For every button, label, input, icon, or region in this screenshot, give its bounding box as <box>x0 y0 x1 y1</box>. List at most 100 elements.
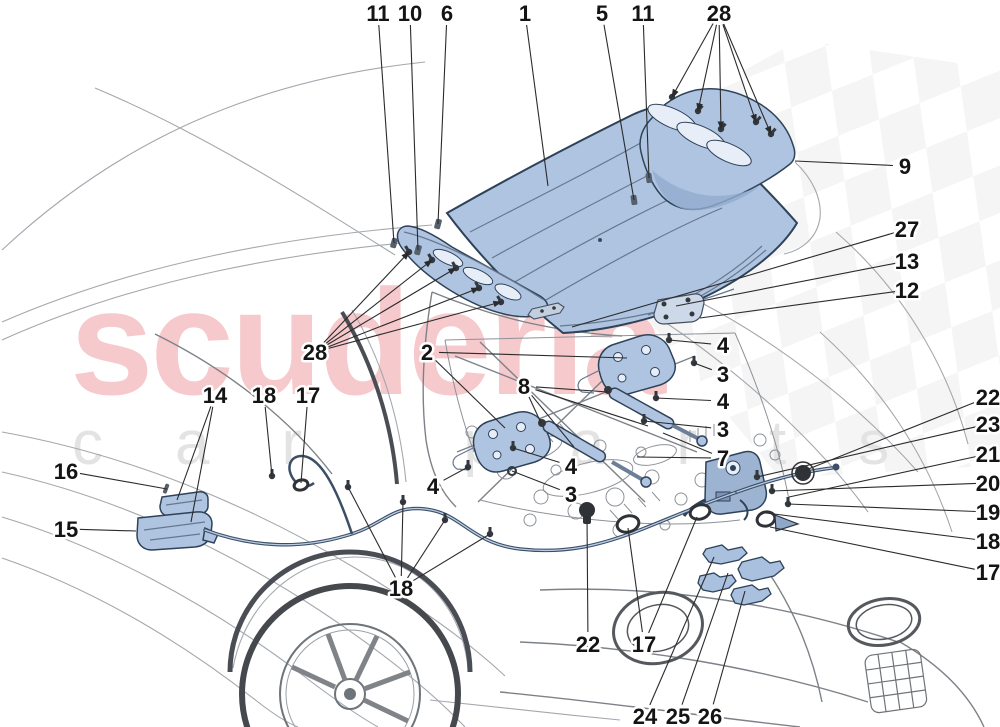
leader-line <box>722 24 757 124</box>
leader-line <box>324 259 433 346</box>
leader-line <box>347 486 396 578</box>
leader-line <box>535 389 649 427</box>
leader-line <box>528 396 542 424</box>
leader-line <box>77 528 137 532</box>
leader-line <box>769 526 977 571</box>
callout-18: 18 <box>389 576 413 601</box>
leader-line <box>723 23 772 136</box>
callout-12: 12 <box>895 278 919 303</box>
callout-25: 25 <box>666 704 690 727</box>
leader-line <box>805 400 978 471</box>
callout-27: 27 <box>895 217 919 242</box>
leader-line <box>407 519 446 579</box>
leader-line <box>176 406 212 501</box>
leader-line <box>681 572 729 705</box>
callout-4: 4 <box>717 389 730 414</box>
leader-line <box>438 351 628 359</box>
leader-line <box>648 516 698 634</box>
leader-line <box>443 466 469 481</box>
leader-line <box>526 24 549 187</box>
callout-14: 14 <box>203 383 228 408</box>
lid-gaskets <box>697 544 785 606</box>
callout-4: 4 <box>427 474 440 499</box>
callout-22: 22 <box>976 385 1000 410</box>
leader-line <box>435 360 506 429</box>
callout-3: 3 <box>717 417 729 442</box>
leader-line <box>712 590 746 705</box>
callout-20: 20 <box>976 471 1000 496</box>
leader-line <box>642 24 650 179</box>
callout-13: 13 <box>895 249 919 274</box>
leader-line <box>603 24 635 201</box>
leader-line <box>699 291 896 319</box>
callout-2: 2 <box>421 340 433 365</box>
callout-18: 18 <box>976 529 1000 554</box>
leader-line <box>655 397 712 402</box>
release-handle-lower <box>136 511 219 551</box>
cable-grommets <box>292 478 800 534</box>
leader-line <box>765 512 977 541</box>
leader-line <box>662 432 713 454</box>
leader-line <box>696 24 718 113</box>
gas-strut-right <box>604 386 708 447</box>
callout-18: 18 <box>252 383 276 408</box>
mount-plate <box>653 293 705 325</box>
leader-line <box>411 533 491 583</box>
callout-15: 15 <box>54 517 78 542</box>
callout-9: 9 <box>899 154 911 179</box>
callout-11: 11 <box>631 1 654 26</box>
leader-line <box>512 447 560 463</box>
leader-line <box>794 160 894 167</box>
leader-line <box>531 394 575 448</box>
callout-4: 4 <box>565 454 578 479</box>
callout-3: 3 <box>565 482 577 507</box>
callout-6: 6 <box>441 1 453 26</box>
callout-5: 5 <box>596 1 608 26</box>
leader-line <box>649 556 715 706</box>
leader-line <box>400 501 404 577</box>
callout-4: 4 <box>717 333 730 358</box>
callout-11: 11 <box>366 1 389 26</box>
leader-line <box>300 406 308 484</box>
leader-line <box>264 406 273 477</box>
leader-line <box>535 386 609 393</box>
release-cable <box>203 454 840 553</box>
leader-line <box>326 300 503 350</box>
callout-8: 8 <box>518 374 530 399</box>
callout-26: 26 <box>698 704 722 727</box>
leader-line <box>571 231 896 328</box>
diffuser-mesh <box>864 648 928 714</box>
callout-23: 23 <box>976 412 1000 437</box>
car-line-art <box>1 61 985 727</box>
leader-line <box>190 406 214 523</box>
leader-line <box>717 24 725 131</box>
callout-16: 16 <box>54 459 78 484</box>
callout-1: 1 <box>519 1 531 26</box>
leader-line <box>643 420 712 429</box>
callout-10: 10 <box>398 1 422 26</box>
taillight <box>612 590 704 666</box>
leader-line <box>326 287 481 349</box>
leader-line <box>378 24 395 244</box>
callout-22: 22 <box>576 632 600 657</box>
leader-line <box>788 455 977 498</box>
leader-line <box>787 503 977 513</box>
callout-28: 28 <box>303 340 327 365</box>
leader-line <box>771 482 977 492</box>
callout-21: 21 <box>976 442 1000 467</box>
leader-line <box>437 24 448 225</box>
leader-line <box>668 339 712 345</box>
callout-17: 17 <box>632 632 656 657</box>
leader-line <box>77 472 168 490</box>
leader-line <box>693 362 712 371</box>
leader-line <box>322 251 410 344</box>
leader-line <box>409 24 419 251</box>
exhaust-tip <box>846 597 922 647</box>
leader-line <box>627 527 643 633</box>
leader-line <box>325 267 457 347</box>
callout-7: 7 <box>717 446 729 471</box>
callout-24: 24 <box>633 704 658 727</box>
